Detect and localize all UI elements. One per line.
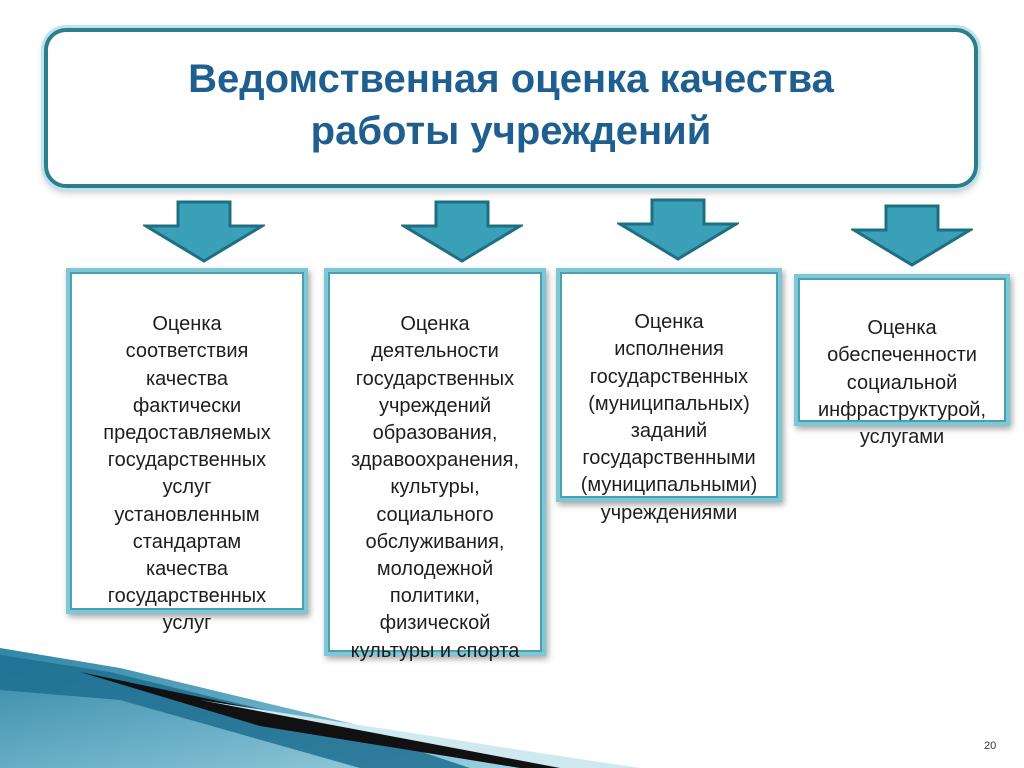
card-text: Оценка обеспеченности социальной инфраст… <box>817 317 987 449</box>
down-arrow-icon <box>401 200 523 263</box>
card-service-quality: Оценка соответствия качества фактически … <box>66 268 308 634</box>
card-text: Оценка соответствия качества фактически … <box>103 313 271 635</box>
card-institution-activity: Оценка деятельности государственных учре… <box>324 268 546 662</box>
card-task-execution: Оценка исполнения государственных (муниц… <box>556 268 782 524</box>
down-arrow-icon <box>143 200 265 263</box>
page-number: 20 <box>984 740 997 752</box>
down-arrow-icon <box>617 198 739 261</box>
title-box: Ведомственная оценка качества работы учр… <box>44 28 978 188</box>
card-text: Оценка исполнения государственных (муниц… <box>580 311 758 524</box>
down-arrow-icon <box>851 204 973 267</box>
card-text: Оценка деятельности государственных учре… <box>350 313 520 662</box>
diagram-title: Ведомственная оценка качества работы учр… <box>188 57 834 153</box>
card-infrastructure-provision: Оценка обеспеченности социальной инфраст… <box>794 274 1010 448</box>
